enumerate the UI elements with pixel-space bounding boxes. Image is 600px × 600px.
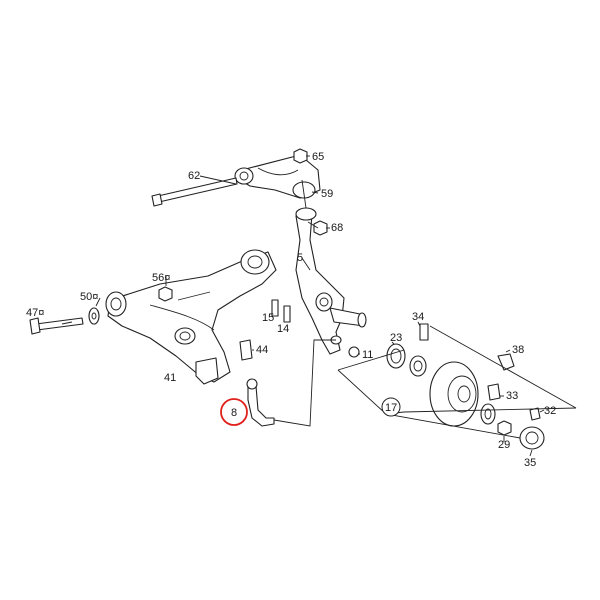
nut-68[interactable] (313, 220, 328, 236)
steering-knuckle[interactable] (295, 207, 367, 355)
highlight-ring-8 (220, 398, 248, 426)
wheel-hub[interactable] (409, 355, 479, 427)
washer-50[interactable] (88, 307, 100, 325)
callout-35[interactable]: 35 (524, 457, 536, 469)
dust-cap-35[interactable] (519, 426, 545, 450)
seal-23[interactable] (386, 343, 406, 369)
callout-68[interactable]: 68 (331, 222, 343, 234)
bushing-44[interactable] (239, 339, 253, 361)
bolt-14[interactable] (283, 305, 291, 323)
bolt-32[interactable] (529, 407, 541, 421)
callout-41[interactable]: 41 (164, 372, 176, 384)
callout-65[interactable]: 65 (312, 151, 324, 163)
bolt-47[interactable] (29, 317, 84, 335)
callout-59[interactable]: 59 (321, 188, 333, 200)
nut-29[interactable] (497, 420, 512, 436)
guide-lines (273, 179, 577, 439)
callout-47[interactable]: 47¤ (26, 307, 44, 319)
lower-control-arm[interactable] (107, 251, 277, 385)
callout-32[interactable]: 32 (544, 405, 556, 417)
callout-62[interactable]: 62 (188, 170, 200, 182)
nut-65[interactable] (293, 148, 308, 164)
callout-5[interactable]: 5 (297, 252, 303, 264)
front-bushing[interactable] (105, 291, 127, 317)
callout-44[interactable]: 44 (256, 344, 268, 356)
callout-33[interactable]: 33 (506, 390, 518, 402)
bolt-34[interactable] (419, 323, 429, 341)
callout-29[interactable]: 29 (498, 439, 510, 451)
callout-17[interactable]: 17 (385, 402, 397, 414)
callout-56[interactable]: 56¤ (152, 272, 170, 284)
callout-50[interactable]: 50¤ (80, 291, 98, 303)
callout-8[interactable]: 8 (231, 407, 237, 419)
rear-bushing[interactable] (240, 249, 270, 275)
tool-38[interactable] (497, 353, 515, 371)
leader-lines (61, 155, 545, 457)
callout-34[interactable]: 34 (412, 311, 424, 323)
bolt-15[interactable] (271, 299, 279, 317)
callout-ring-17 (381, 397, 401, 417)
callout-38[interactable]: 38 (512, 344, 524, 356)
washer-11[interactable] (348, 346, 360, 358)
callout-23[interactable]: 23 (390, 332, 402, 344)
callout-15[interactable]: 15 (262, 312, 274, 324)
nut-56[interactable] (158, 286, 173, 302)
callout-14[interactable]: 14 (277, 323, 289, 335)
callout-11[interactable]: 11 (362, 349, 373, 361)
bolt-33[interactable] (487, 383, 501, 401)
ball-joint-8[interactable] (246, 378, 275, 427)
upper-arm-bolt[interactable] (151, 177, 238, 207)
bearing-ring[interactable] (480, 403, 496, 425)
upper-control-arm[interactable] (234, 154, 321, 199)
